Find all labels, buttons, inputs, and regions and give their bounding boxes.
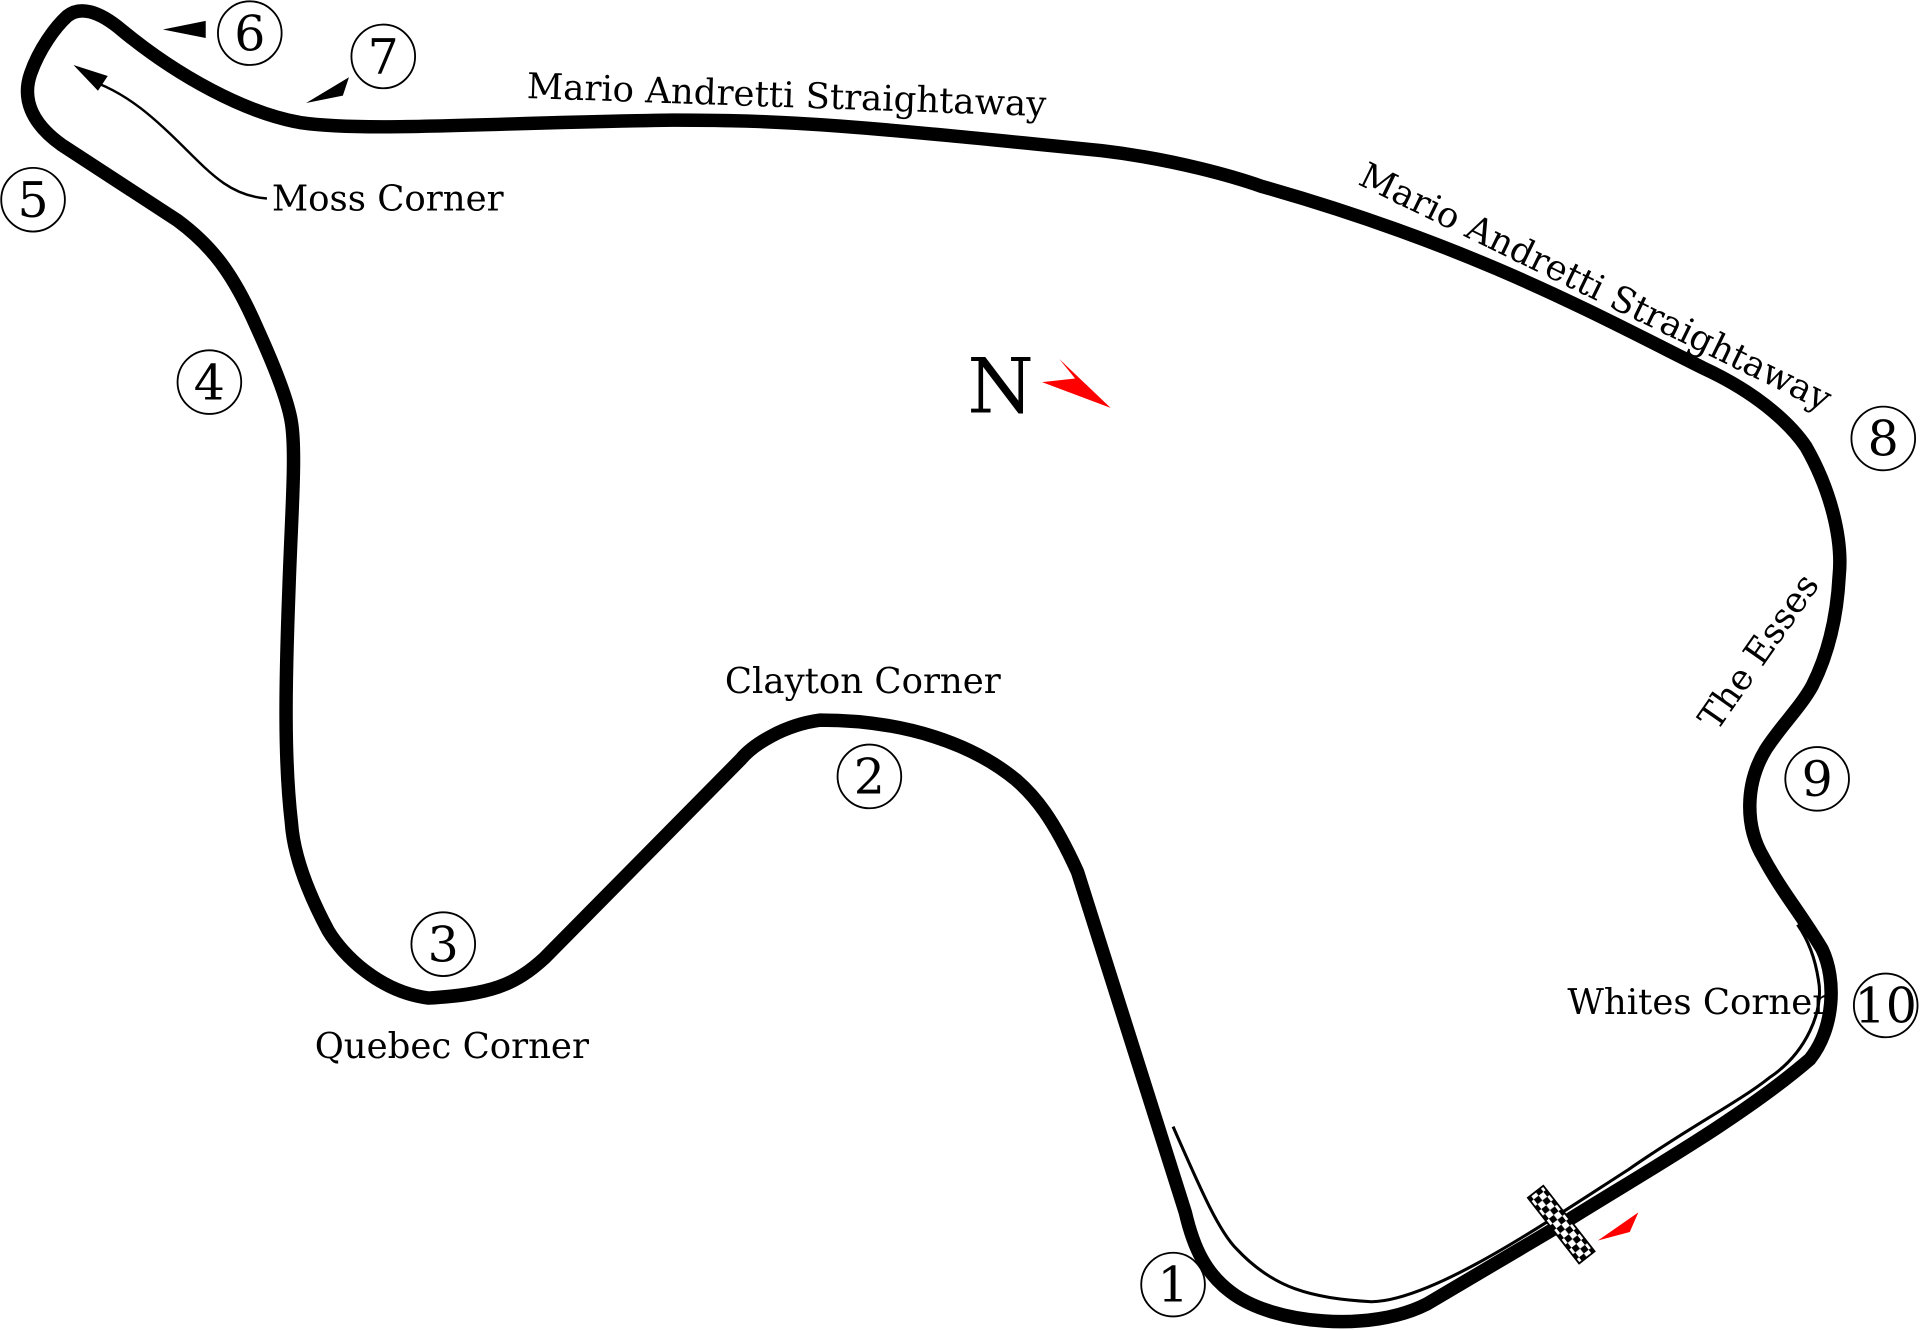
checkered-flag-icon [1526,1184,1596,1265]
turn-marker-6: 6 [217,0,283,66]
turn-circle [1850,405,1917,472]
label-the-esses: The Esses [1691,566,1828,737]
label-clayton-corner: Clayton Corner [725,661,1001,702]
north-label: N [967,343,1033,431]
turn-marker-4: 4 [176,349,243,415]
turn-circle [350,23,417,90]
turn-number: 10 [1855,978,1917,1035]
turn-circle [410,911,477,977]
track-outline [20,4,1847,1329]
turn-number: 3 [428,916,459,973]
pit-lane [1171,923,1821,1304]
label-whites-corner: Whites Corner [1567,982,1829,1023]
moss-corner-pointer [73,65,268,200]
turn-marker-9: 9 [1784,746,1850,812]
turn-marker-2: 2 [836,743,903,810]
direction-arrow-icon [1597,1212,1639,1241]
north-arrow-icon [1042,358,1111,408]
turn-number: 4 [194,354,225,411]
turn-marker-10: 10 [1852,972,1919,1039]
turn-number: 5 [17,172,48,229]
turn-number: 7 [368,29,399,86]
turn-circle [1784,746,1850,812]
label-straightaway-2: Mario Andretti Straightaway [1353,155,1838,420]
turn-marker-8: 8 [1850,405,1917,472]
turn-circle [0,166,66,233]
turn-marker-7: 7 [350,23,417,90]
turn-circle [1140,1251,1206,1318]
turn-circle [176,349,243,415]
turn-number: 6 [234,5,265,62]
turn-marker-1: 1 [1140,1251,1206,1318]
label-moss-corner: Moss Corner [272,179,504,220]
direction-arrow-icon [162,20,206,39]
turn-number: 8 [1868,411,1899,468]
label-quebec-corner: Quebec Corner [315,1026,589,1067]
turn-number: 9 [1802,751,1833,808]
turn-marker-5: 5 [0,166,66,233]
turn-circle [836,743,903,810]
turn-number: 2 [854,749,885,806]
turn-marker-3: 3 [410,911,477,977]
direction-arrow-icon [306,77,349,103]
turn-circle [217,0,283,66]
turn-number: 1 [1157,1257,1188,1314]
turn-circle [1852,972,1919,1039]
